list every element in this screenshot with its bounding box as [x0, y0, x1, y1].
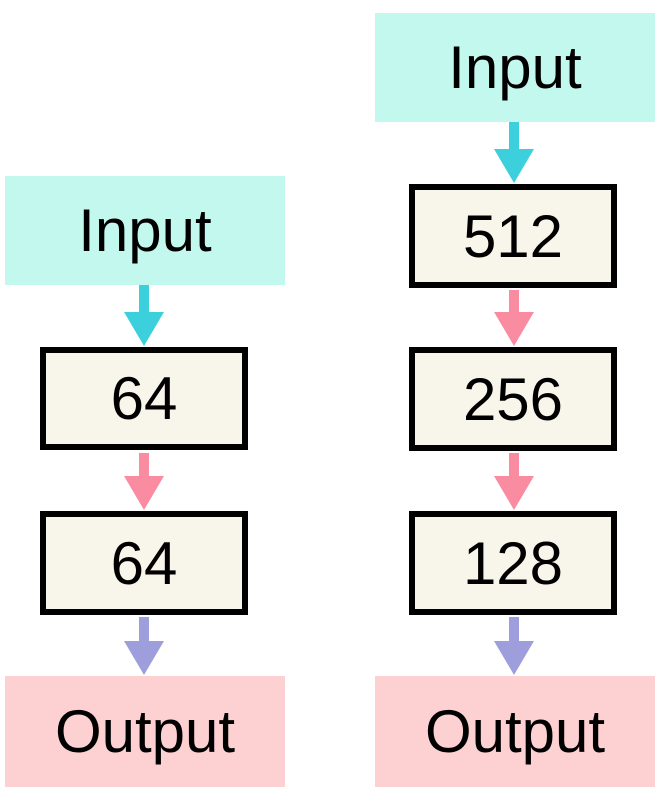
left-layer-1-units: 64	[110, 365, 178, 432]
left-input-label: Input	[78, 197, 212, 264]
right-layer-1-units: 512	[462, 202, 564, 270]
left-arrow-hidden	[124, 453, 164, 510]
right-layer-3: 128	[409, 511, 617, 615]
right-input-label: Input	[448, 34, 582, 101]
left-output-label: Output	[54, 698, 236, 765]
left-arrow-input	[124, 285, 164, 346]
right-layer-2-units: 256	[462, 365, 564, 433]
left-input-box: Input	[5, 176, 285, 285]
right-output-label: Output	[424, 698, 606, 765]
right-arrow-hidden-2	[494, 453, 534, 510]
right-output-box: Output	[375, 676, 655, 787]
right-layer-1: 512	[409, 184, 617, 288]
right-arrow-output	[494, 617, 534, 675]
right-arrow-input	[494, 122, 534, 183]
right-arrow-hidden-1	[494, 290, 534, 346]
left-output-box: Output	[5, 676, 285, 787]
left-layer-1: 64	[40, 347, 248, 450]
right-layer-3-units: 128	[462, 529, 564, 597]
right-input-box: Input	[375, 13, 655, 122]
left-layer-2: 64	[40, 511, 248, 615]
right-layer-2: 256	[409, 347, 617, 451]
left-layer-2-units: 64	[110, 529, 178, 597]
left-arrow-output	[124, 617, 164, 675]
